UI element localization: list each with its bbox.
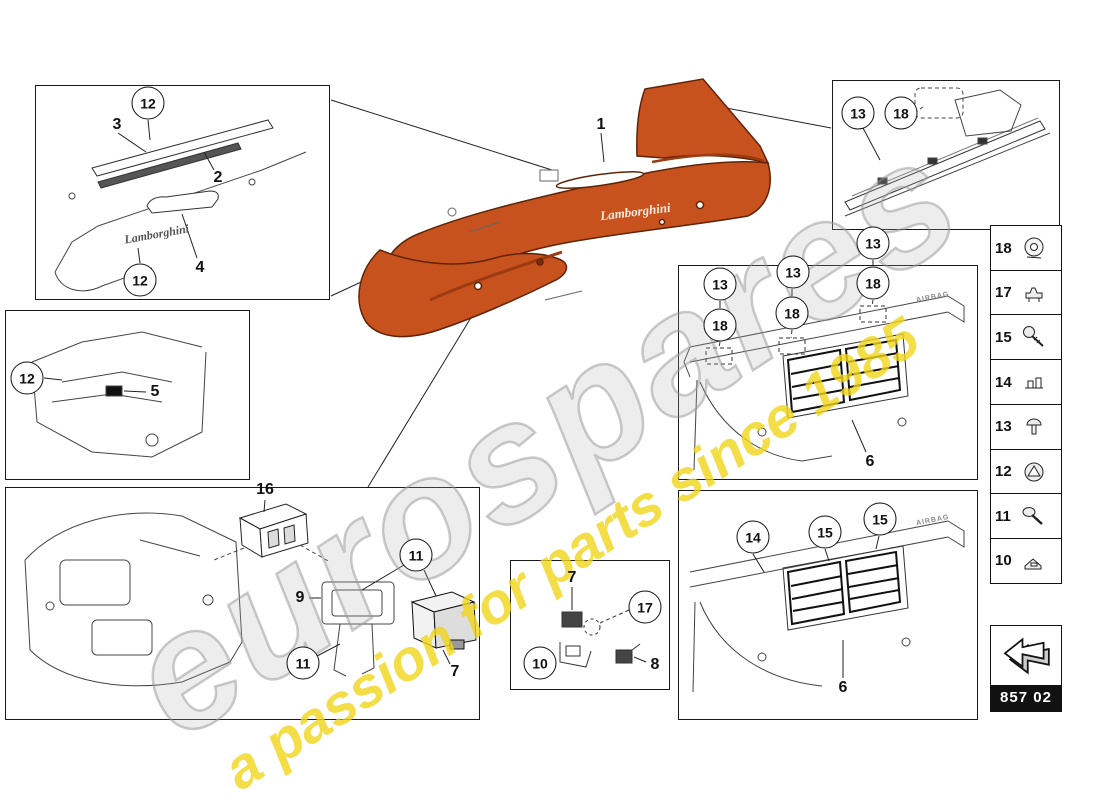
callout-15-a[interactable]: 15 (808, 515, 842, 549)
callout-5[interactable]: 5 (150, 383, 160, 400)
legend-number: 17 (995, 284, 1012, 302)
callout-6-upper[interactable]: 6 (865, 453, 875, 470)
hardware-legend: 18 17 15 14 13 (990, 225, 1062, 584)
legend-item-18[interactable]: 18 (990, 225, 1062, 271)
panel-side-bracket (5, 310, 250, 480)
callout-4[interactable]: 4 (195, 259, 205, 276)
panel-sill-trim (832, 80, 1060, 230)
lamborghini-script-main: Lamborghini (599, 199, 672, 224)
callout-9[interactable]: 9 (295, 589, 305, 606)
callout-14[interactable]: 14 (736, 520, 770, 554)
callout-2[interactable]: 2 (213, 169, 223, 186)
page-code-box: 857 02 (990, 625, 1062, 712)
panel-switch-modules (5, 487, 480, 720)
rivet-icon (1026, 418, 1042, 435)
callout-12-cowl-bottom[interactable]: 12 (123, 263, 157, 297)
callout-18-vent-b[interactable]: 18 (775, 296, 809, 330)
callout-13-vent-b[interactable]: 13 (776, 255, 810, 289)
legend-item-11[interactable]: 11 (990, 493, 1062, 540)
panel-small-clips (510, 560, 670, 690)
clip-icon (1024, 558, 1042, 570)
callout-8[interactable]: 8 (650, 656, 660, 673)
callout-13-vent-a[interactable]: 13 (703, 267, 737, 301)
legend-item-17[interactable]: 17 (990, 269, 1062, 316)
legend-number: 18 (995, 239, 1012, 257)
callout-17[interactable]: 17 (628, 590, 662, 624)
main-part-detail-lines (447, 169, 583, 301)
clip-icon (1025, 377, 1043, 389)
legend-number: 15 (995, 328, 1012, 346)
callout-3[interactable]: 3 (112, 116, 122, 133)
legend-item-12[interactable]: 12 (990, 448, 1062, 495)
callout-12-bracket[interactable]: 12 (10, 361, 44, 395)
legend-item-13[interactable]: 13 (990, 403, 1062, 450)
callout-11-lower[interactable]: 11 (286, 646, 320, 680)
callout-18-vent-c[interactable]: 18 (856, 266, 890, 300)
legend-number: 11 (995, 507, 1011, 525)
legend-item-15[interactable]: 15 (990, 314, 1062, 361)
callout-16[interactable]: 16 (256, 481, 274, 498)
page-code: 857 02 (991, 685, 1061, 711)
screw-icon (1022, 507, 1043, 526)
clip-icon (1025, 287, 1043, 302)
callout-10[interactable]: 10 (523, 646, 557, 680)
callout-13-sill[interactable]: 13 (841, 96, 875, 130)
screw-icon (1023, 326, 1044, 348)
back-arrow-icon[interactable] (991, 626, 1061, 685)
grommet-icon (1024, 462, 1044, 482)
callout-11-upper[interactable]: 11 (399, 538, 433, 572)
callout-12-cowl-top[interactable]: 12 (131, 86, 165, 120)
panel-steering-cowl (35, 85, 330, 300)
callout-1[interactable]: 1 (596, 116, 606, 133)
legend-item-14[interactable]: 14 (990, 359, 1062, 406)
callout-18-sill[interactable]: 18 (884, 96, 918, 130)
callout-7-clip[interactable]: 7 (567, 569, 577, 586)
legend-number: 14 (995, 373, 1012, 391)
callout-6-lower[interactable]: 6 (838, 679, 848, 696)
callout-13-vent-c[interactable]: 13 (856, 226, 890, 260)
callout-18-vent-a[interactable]: 18 (703, 308, 737, 342)
callout-7-module[interactable]: 7 (450, 663, 460, 680)
legend-item-10[interactable]: 10 (990, 537, 1062, 584)
legend-number: 13 (995, 418, 1012, 436)
washer-icon (1024, 237, 1044, 259)
panel-vents-upper (678, 265, 978, 480)
legend-number: 10 (995, 552, 1012, 570)
panel-vents-lower (678, 490, 978, 720)
callout-15-b[interactable]: 15 (863, 502, 897, 536)
legend-number: 12 (995, 463, 1012, 481)
